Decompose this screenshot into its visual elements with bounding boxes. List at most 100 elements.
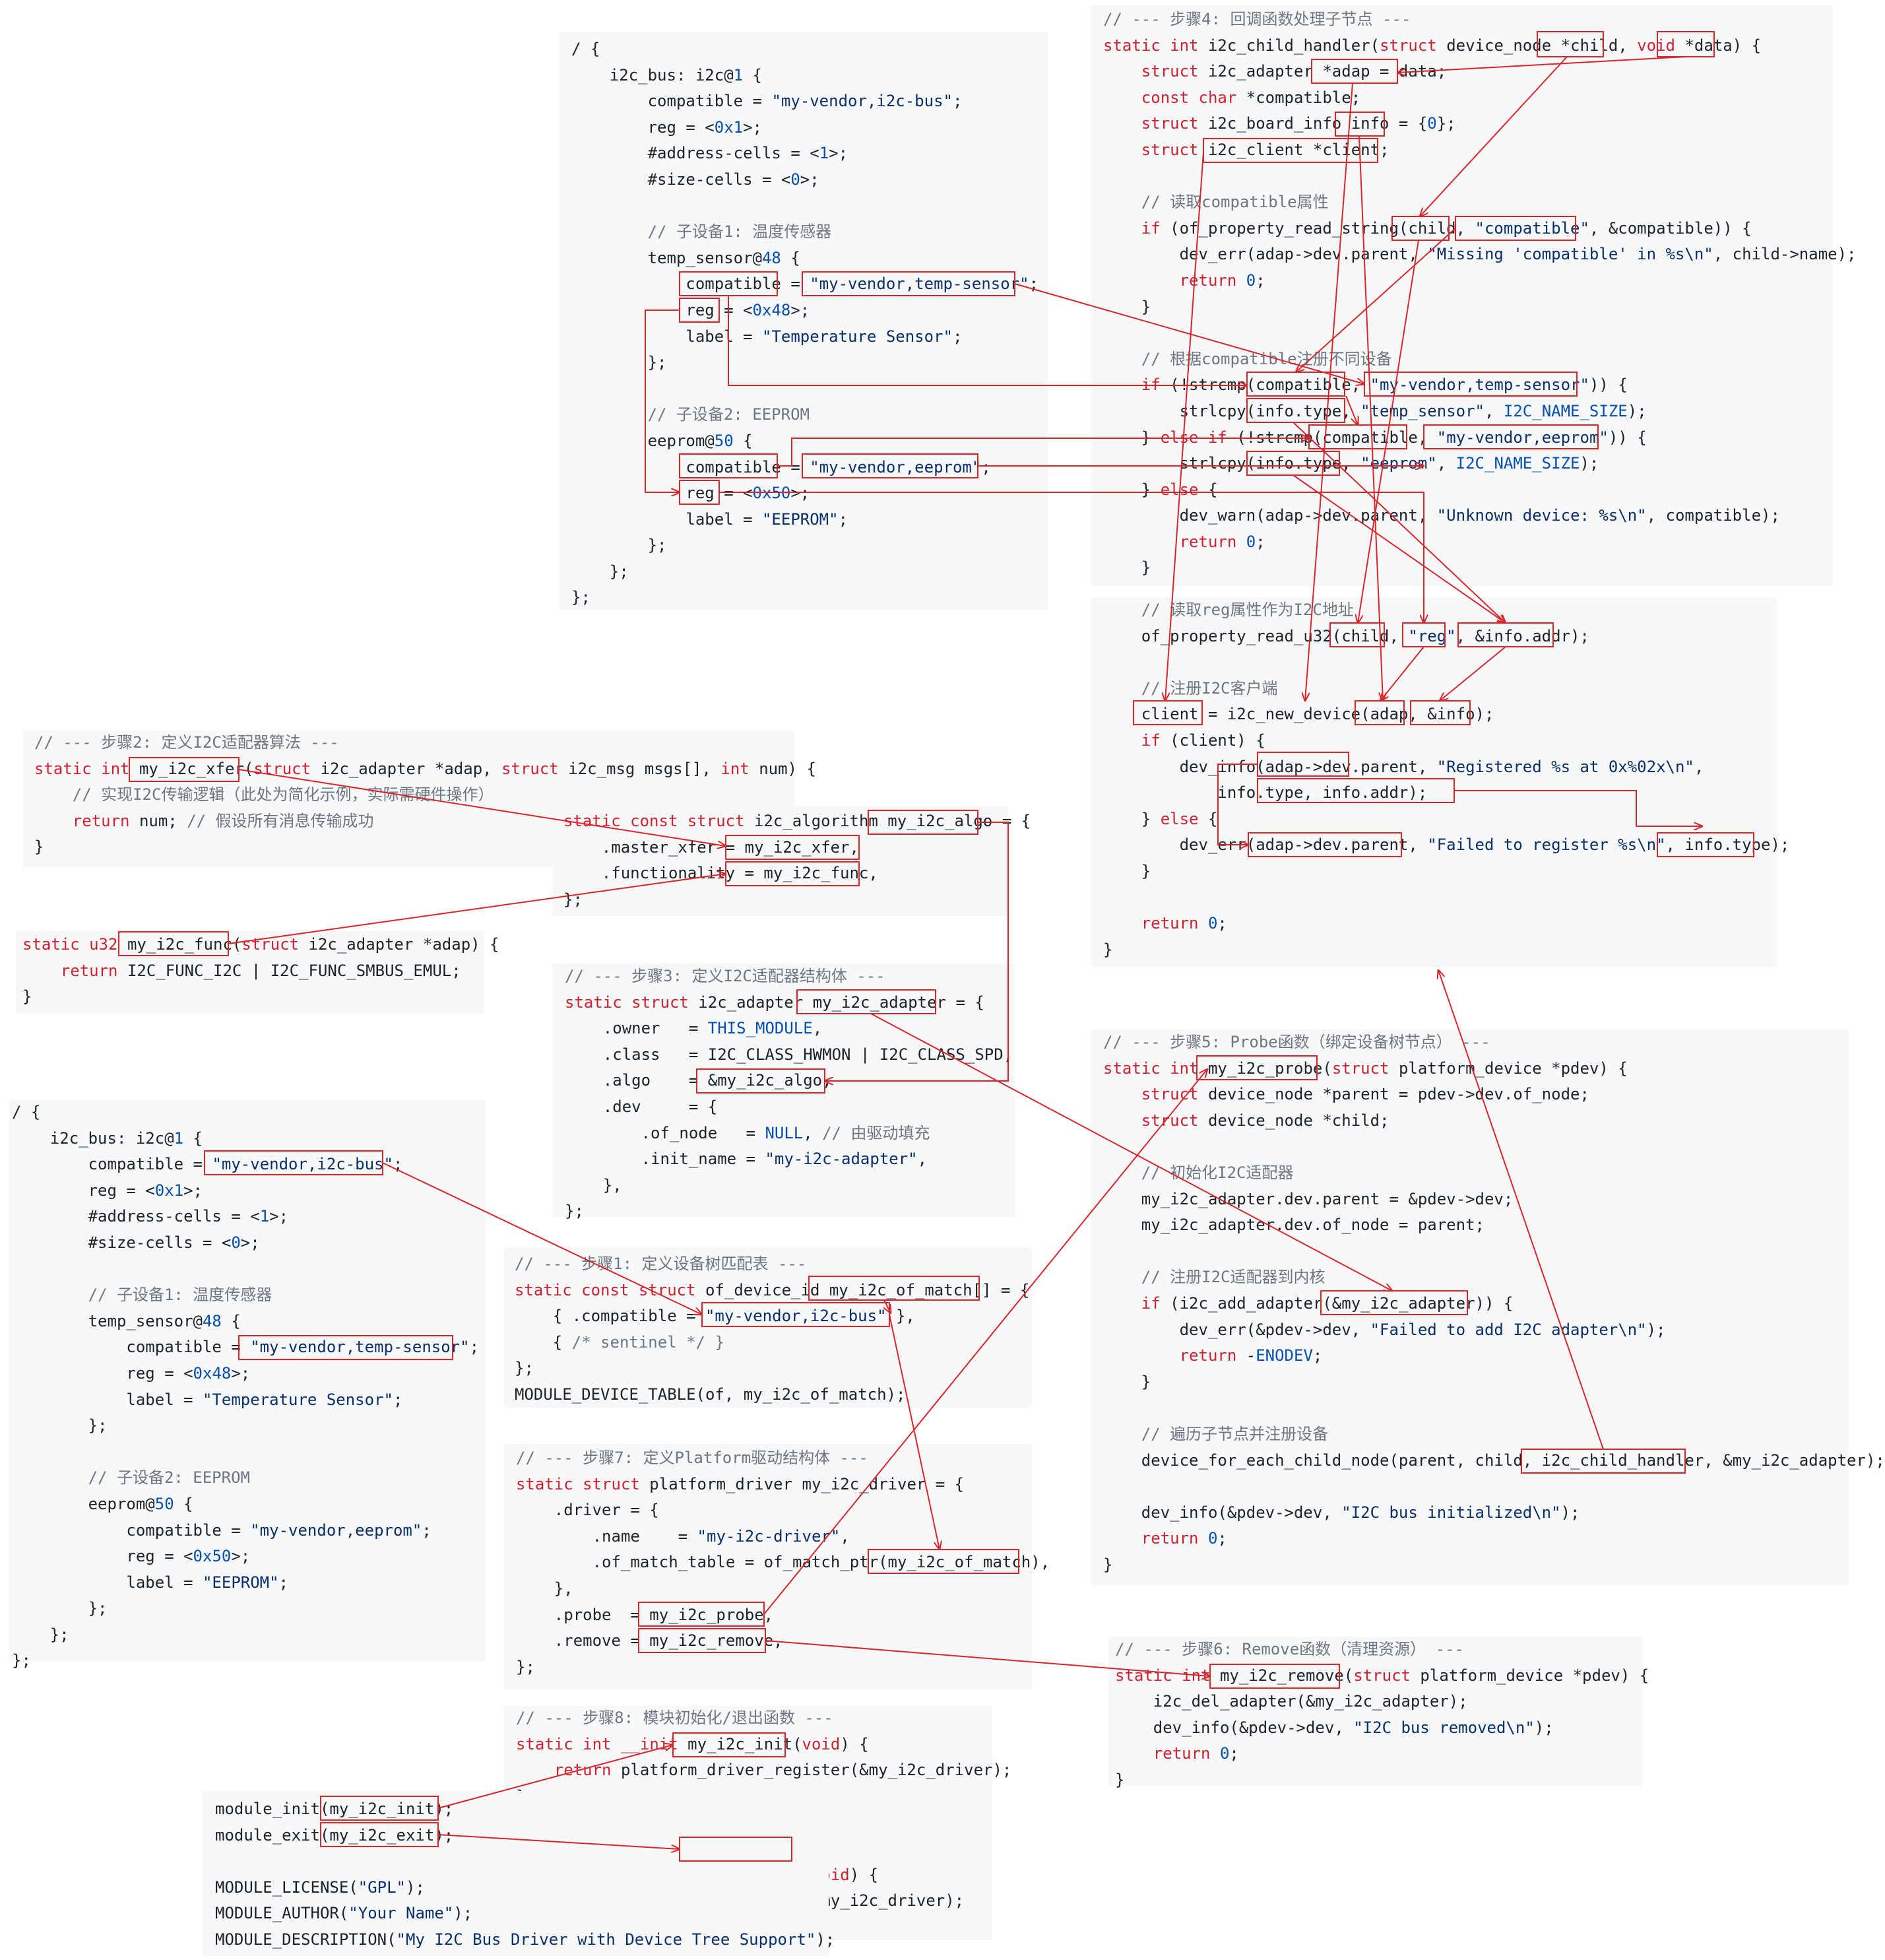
code-line: };	[571, 536, 667, 555]
arrow-child-to-child2	[1358, 240, 1419, 623]
box-functionality-value	[725, 861, 860, 886]
code-line: // --- 步骤8: 模块初始化/退出函数 ---	[516, 1709, 833, 1727]
code-line: my_i2c_adapter.dev.of_node = parent;	[1103, 1216, 1485, 1235]
code-line: // 子设备1: 温度传感器	[647, 222, 832, 242]
code-line: }	[34, 837, 44, 857]
code-line: label = "Temperature Sensor";	[571, 327, 963, 346]
box-add-adapter-arg	[1320, 1290, 1468, 1315]
code-line: }	[1103, 1372, 1151, 1391]
code-line: i2c_bus: i2c@1 {	[571, 65, 762, 84]
code-line: static int __init my_i2c_init(void) {	[516, 1734, 869, 1753]
code-line: return 0;	[1141, 914, 1227, 933]
box-strcmp-compatible-2	[1308, 424, 1407, 449]
code-line: .driver = {	[516, 1501, 659, 1520]
box-data-param	[1657, 31, 1715, 57]
code-line: struct device_node *parent = pdev->dev.o…	[1141, 1085, 1589, 1104]
box-my-i2c-func-def	[118, 931, 229, 956]
code-line: return platform_driver_register(&my_i2c_…	[554, 1761, 1012, 1780]
code-line: };	[12, 1599, 108, 1618]
code-line: reg = <0x50>;	[12, 1547, 251, 1566]
step3-panel	[553, 964, 1015, 1217]
code-line: MODULE_DESCRIPTION("My I2C Bus Driver wi…	[215, 1930, 835, 1949]
box-dt-compatible-eeprom-key	[679, 453, 778, 478]
step3-adapter-block: // --- 步骤3: 定义I2C适配器结构体 ---static struct…	[565, 964, 1013, 1225]
box-child-arg-2	[1329, 622, 1385, 647]
box-client-var	[1133, 700, 1203, 725]
code-line: // --- 步骤2: 定义I2C适配器算法 ---	[34, 733, 339, 752]
box-info-addr	[1457, 622, 1554, 647]
code-line: struct i2c_client *client;	[1141, 140, 1390, 159]
code-line: label = "EEPROM";	[12, 1573, 289, 1592]
code-line: // 根据compatible注册不同设备	[1141, 349, 1392, 368]
arrow-child-handler-to-callback	[1438, 970, 1604, 1450]
arrow-info-addr-to-info-arg	[1440, 646, 1506, 701]
arrow-compat-eeprom-to-step4	[777, 438, 1309, 467]
code-line: dev_err(adap->dev.parent, "Missing 'comp…	[1103, 245, 1857, 264]
box-dt-reg-eeprom	[679, 480, 720, 505]
code-line: label = "Temperature Sensor";	[12, 1390, 403, 1409]
code-line: reg = <0x50>;	[571, 484, 810, 503]
box-adap-dev-parent-2	[1248, 832, 1402, 857]
arrow-info-to-info-arg	[1358, 135, 1383, 701]
arrow-algo-to-algo-value	[825, 822, 1009, 1081]
code-line: // --- 步骤5: Probe函数（绑定设备树节点） ---	[1103, 1033, 1490, 1051]
box-i2c-client-type	[1203, 138, 1378, 163]
arrow-module-init-to-init	[437, 1745, 673, 1809]
arrow-info-type-to-type3	[1454, 790, 1702, 826]
arrow-temp-sensor-to-strcmp	[1014, 283, 1364, 384]
step7-panel	[504, 1444, 1032, 1689]
code-line: compatible = "my-vendor,eeprom";	[12, 1520, 431, 1540]
box-strcmp-eeprom	[1423, 424, 1599, 449]
code-line: dev_info(&pdev->dev, "I2C bus initialize…	[1103, 1503, 1580, 1522]
step4-panel	[1092, 5, 1832, 586]
code-line: #size-cells = <0>;	[571, 170, 819, 189]
code-line: if (i2c_add_adapter(&my_i2c_adapter)) {	[1141, 1293, 1514, 1313]
code-line: .owner = THIS_MODULE,	[565, 1019, 823, 1038]
box-info-arg	[1410, 700, 1471, 725]
code-line: };	[563, 890, 583, 909]
code-line: // 遍历子节点并注册设备	[1141, 1424, 1329, 1443]
box-module-exit-arg	[320, 1822, 439, 1847]
code-line: compatible = "my-vendor,eeprom";	[571, 457, 991, 476]
box-dt-reg-temp	[679, 298, 720, 323]
code-line: / {	[571, 40, 600, 58]
arrow-func-to-functionality	[228, 874, 726, 944]
step4b-panel	[1092, 597, 1777, 967]
arrow-reg-to-adap-arg	[1380, 646, 1424, 701]
code-line: compatible = "my-vendor,i2c-bus";	[571, 92, 963, 111]
code-line: }	[1103, 940, 1113, 959]
box-my-i2c-xfer-def	[129, 757, 240, 782]
code-line: reg = <0x48>;	[12, 1363, 251, 1383]
code-line: temp_sensor@48 {	[571, 248, 800, 267]
arrow-reg-eeprom-to-reg	[719, 492, 1424, 623]
box-child-handler-arg	[1521, 1449, 1686, 1474]
box-dt-compatible-temp-key	[679, 271, 778, 296]
code-line: device_for_each_child_node(parent, child…	[1103, 1451, 1885, 1470]
code-line: module_exit(my_i2c_exit);	[215, 1825, 454, 1845]
box-adap-var	[1311, 59, 1398, 84]
code-line: // --- 步骤3: 定义I2C适配器结构体 ---	[565, 967, 885, 985]
code-line: reg = <0x1>;	[12, 1181, 203, 1200]
box-my-i2c-init-def	[672, 1732, 786, 1757]
code-line: // 注册I2C适配器到内核	[1141, 1268, 1326, 1287]
code-line: // --- 步骤7: 定义Platform驱动结构体 ---	[516, 1449, 868, 1467]
code-line: compatible = "my-vendor,i2c-bus";	[12, 1155, 403, 1174]
code-line: info.type, info.addr);	[1103, 783, 1428, 802]
code-line: .dev = {	[565, 1097, 718, 1116]
arrow-compatible-to-strcmp-2	[1345, 395, 1358, 425]
code-line: eeprom@50 {	[12, 1494, 193, 1513]
func-panel	[16, 931, 484, 1014]
box-match-compatible	[701, 1302, 890, 1327]
code-line: .of_match_table = of_match_ptr(my_i2c_of…	[516, 1553, 1050, 1572]
code-line: compatible = "my-vendor,temp-sensor";	[12, 1338, 480, 1357]
code-line: .algo = &my_i2c_algo,	[565, 1071, 832, 1090]
arrow-child-to-child-arg	[1420, 56, 1568, 216]
box-info-type-3	[1657, 832, 1754, 857]
dt-bottom-panel	[9, 1099, 486, 1662]
step7-platform-driver-block: // --- 步骤7: 定义Platform驱动结构体 ---static st…	[516, 1445, 1050, 1680]
arrow-remove-to-remove-def	[765, 1640, 1210, 1676]
code-line: }	[1103, 297, 1151, 316]
code-line: // 子设备2: EEPROM	[647, 405, 810, 424]
code-line: };	[571, 562, 629, 581]
step6-remove-block: // --- 步骤6: Remove函数（清理资源） ---static int…	[1115, 1637, 1649, 1794]
